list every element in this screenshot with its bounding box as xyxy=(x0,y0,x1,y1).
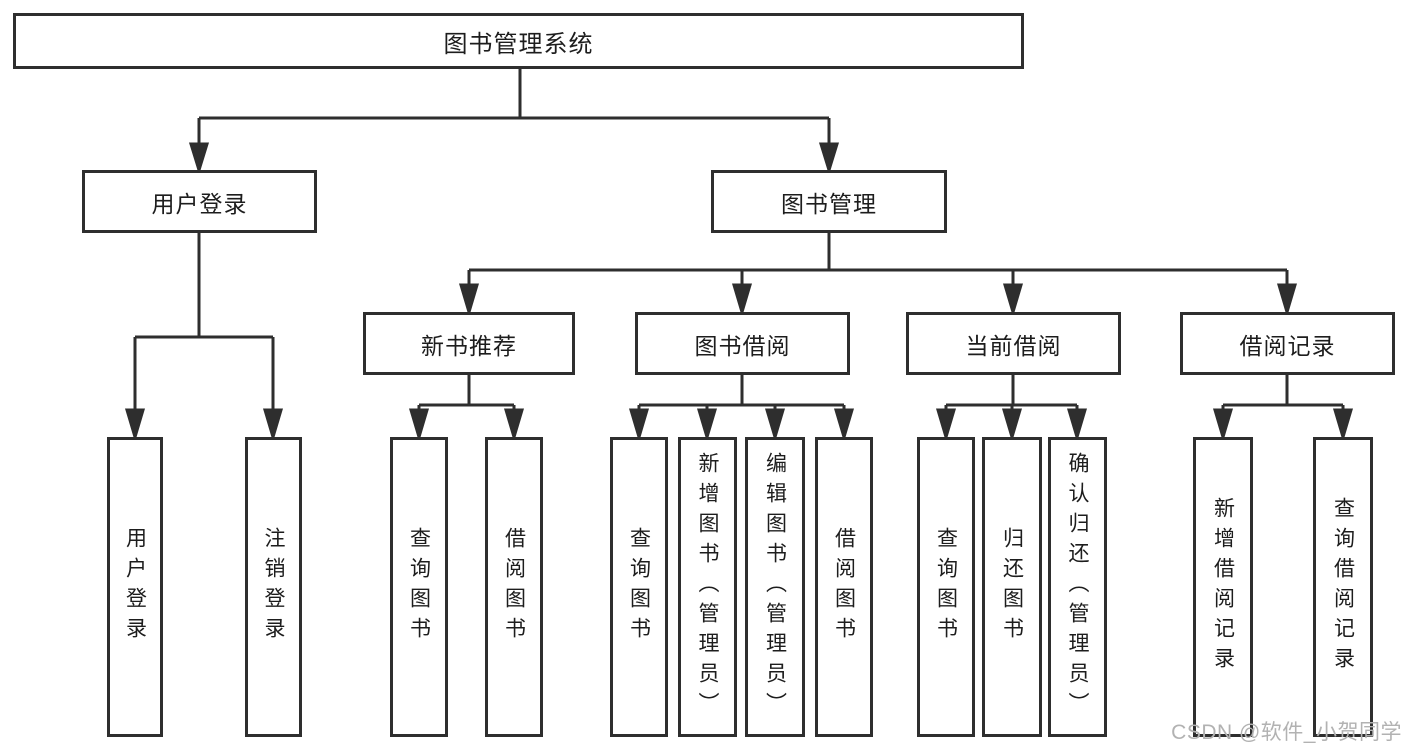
arrow-to-borrow-records xyxy=(1276,270,1298,318)
leaf-current-query-books: 查询图书 xyxy=(917,437,975,737)
leaf-label: 查询图书 xyxy=(934,527,958,647)
connector-new-book-children xyxy=(419,375,514,407)
node-label: 当前借阅 xyxy=(965,332,1062,359)
arrow-to-book-management xyxy=(818,118,840,176)
leaf-newrec-query-books: 查询图书 xyxy=(390,437,448,737)
arrow-to-leaf-logout xyxy=(262,337,284,443)
leaf-edit-book-admin: 编辑图书（管理员） xyxy=(745,437,805,737)
node-new-book-recommend: 新书推荐 xyxy=(363,312,575,375)
leaf-label: 新增图书（管理员） xyxy=(696,452,719,722)
leaf-label: 编辑图书（管理员） xyxy=(763,452,787,722)
leaf-borrow-borrow-books: 借阅图书 xyxy=(815,437,873,737)
arrow-to-leaf-return-book xyxy=(1001,405,1023,443)
arrow-to-leaf-current-query xyxy=(935,405,957,443)
leaf-label: 借阅图书 xyxy=(832,527,856,647)
leaf-label: 查询图书 xyxy=(407,527,431,647)
arrow-to-current-borrow xyxy=(1002,270,1024,318)
arrow-to-leaf-query-record xyxy=(1332,405,1354,443)
arrow-to-leaf-borrow-query xyxy=(628,405,650,443)
node-label: 图书借阅 xyxy=(694,332,791,359)
leaf-add-book-admin: 新增图书（管理员） xyxy=(678,437,737,737)
node-book-management: 图书管理 xyxy=(711,170,947,233)
leaf-query-borrow-record: 查询借阅记录 xyxy=(1313,437,1373,737)
leaf-newrec-borrow-books: 借阅图书 xyxy=(485,437,543,737)
arrow-to-leaf-add-record xyxy=(1212,405,1234,443)
leaf-label: 用户登录 xyxy=(123,527,147,647)
connector-book-borrow-children xyxy=(639,375,844,407)
arrow-to-new-book-recommend xyxy=(458,270,480,318)
arrow-to-leaf-add-book xyxy=(696,405,718,443)
leaf-label: 查询图书 xyxy=(627,527,651,647)
leaf-label: 归还图书 xyxy=(1000,527,1024,647)
leaf-user-login: 用户登录 xyxy=(107,437,163,737)
connector-borrow-records-children xyxy=(1223,375,1343,407)
node-label: 图书管理 xyxy=(781,190,877,217)
node-user-login: 用户登录 xyxy=(82,170,317,233)
node-label: 借阅记录 xyxy=(1239,332,1336,359)
arrow-to-user-login xyxy=(188,118,210,176)
connector-book-management-children xyxy=(469,233,1287,272)
arrow-to-leaf-user-login xyxy=(124,337,146,443)
node-label: 图书管理系统 xyxy=(443,30,594,58)
connector-root-to-level2 xyxy=(199,68,829,120)
leaf-logout: 注销登录 xyxy=(245,437,302,737)
leaf-label: 查询借阅记录 xyxy=(1331,497,1355,677)
node-label: 用户登录 xyxy=(151,190,248,217)
leaf-borrow-query-books: 查询图书 xyxy=(610,437,668,737)
leaf-confirm-return-admin: 确认归还（管理员） xyxy=(1048,437,1107,737)
leaf-label: 注销登录 xyxy=(262,527,285,647)
node-label: 新书推荐 xyxy=(421,332,517,359)
leaf-return-book: 归还图书 xyxy=(982,437,1042,737)
leaf-add-borrow-record: 新增借阅记录 xyxy=(1193,437,1253,737)
csdn-watermark: CSDN @软件_小贺同学 xyxy=(1171,721,1402,744)
leaf-label: 确认归还（管理员） xyxy=(1066,452,1089,722)
arrow-to-leaf-borrow-book xyxy=(833,405,855,443)
node-current-borrow: 当前借阅 xyxy=(906,312,1121,375)
node-borrow-records: 借阅记录 xyxy=(1180,312,1395,375)
arrow-to-leaf-newrec-query xyxy=(408,405,430,443)
arrow-to-leaf-edit-book xyxy=(764,405,786,443)
leaf-label: 新增借阅记录 xyxy=(1211,497,1235,677)
node-book-borrow: 图书借阅 xyxy=(635,312,850,375)
arrow-to-book-borrow xyxy=(731,270,753,318)
arrow-to-leaf-confirm-return xyxy=(1066,405,1088,443)
arrow-to-leaf-newrec-borrow xyxy=(503,405,525,443)
connector-user-login-children xyxy=(135,233,273,339)
leaf-label: 借阅图书 xyxy=(502,527,526,647)
connector-current-borrow-children xyxy=(946,375,1077,407)
node-root-system: 图书管理系统 xyxy=(13,13,1024,69)
